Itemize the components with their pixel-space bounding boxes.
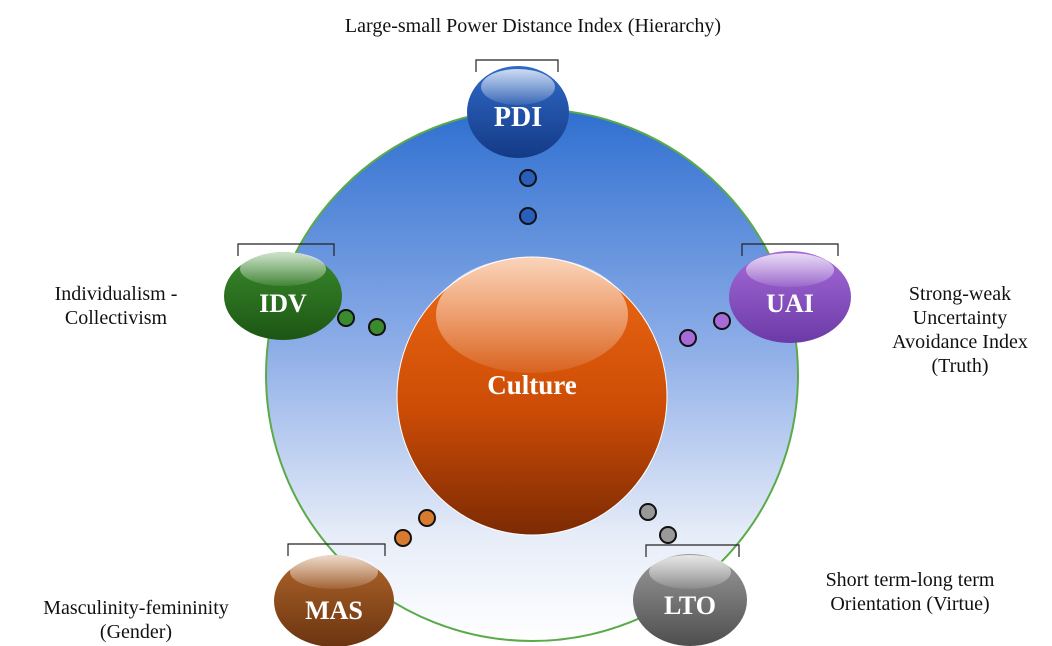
uai-label: UAI [766,289,814,318]
mas-bracket [287,543,386,556]
culture-label: Culture [487,370,577,400]
uai-caption: Strong-weak Uncertainty Avoidance Index … [892,283,1028,377]
idv-caption: Individualism - Collectivism [54,283,178,329]
lto-bracket [645,544,740,557]
lto-node: LTO [633,544,747,646]
idv-bracket [237,243,335,256]
uai-node: UAI [729,243,851,343]
culture-gloss [436,257,628,373]
pdi-node: PDI [467,59,569,158]
idv-node: IDV [224,243,342,340]
lto-caption: Short term-long term Orientation (Virtue… [825,569,995,615]
mas-node: MAS [274,543,394,646]
connector-pdi [519,169,537,225]
culture-node: Culture [396,256,668,536]
mas-label: MAS [305,596,363,625]
pdi-caption: Large-small Power Distance Index (Hierar… [344,15,722,37]
pdi-label: PDI [494,102,542,133]
pdi-bracket [475,59,559,72]
uai-bracket [741,243,839,256]
connector-idv [337,309,386,336]
lto-label: LTO [664,591,716,620]
connector-lto [639,503,677,544]
connector-mas [394,509,436,547]
idv-label: IDV [259,289,307,318]
connector-uai [679,312,731,347]
mas-caption: Masculinity-femininity (Gender) [43,597,229,643]
